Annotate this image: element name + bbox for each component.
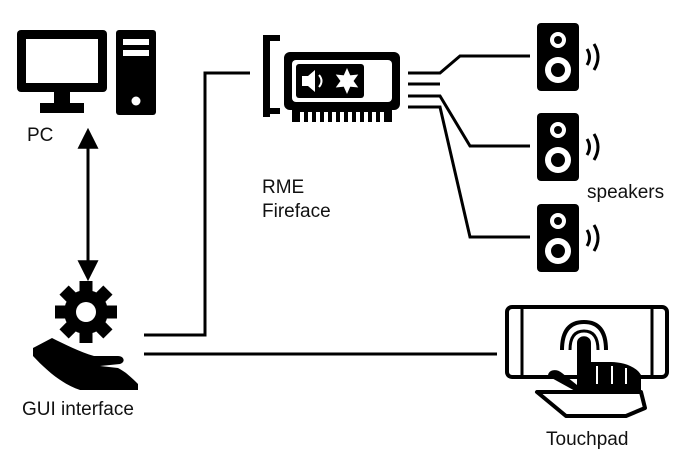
touchpad-label: Touchpad [546,429,629,450]
interface-label-line2: Fireface [262,201,331,222]
speaker-icon [537,23,600,91]
interface-label-line1: RME [262,177,305,198]
speaker-icon [537,204,600,272]
speaker-icon [537,113,600,181]
gear-in-hand-icon [33,281,138,390]
pc-label: PC [27,125,54,146]
gui-interface-link [144,71,250,337]
audio-interface-card-icon [263,35,400,122]
touch-hand-icon [505,305,669,418]
desktop-computer-icon [17,30,156,115]
gui-interface-label: GUI interface [22,399,134,420]
speakers-label: speakers [587,182,665,203]
interface-speakers-cables [408,54,530,239]
